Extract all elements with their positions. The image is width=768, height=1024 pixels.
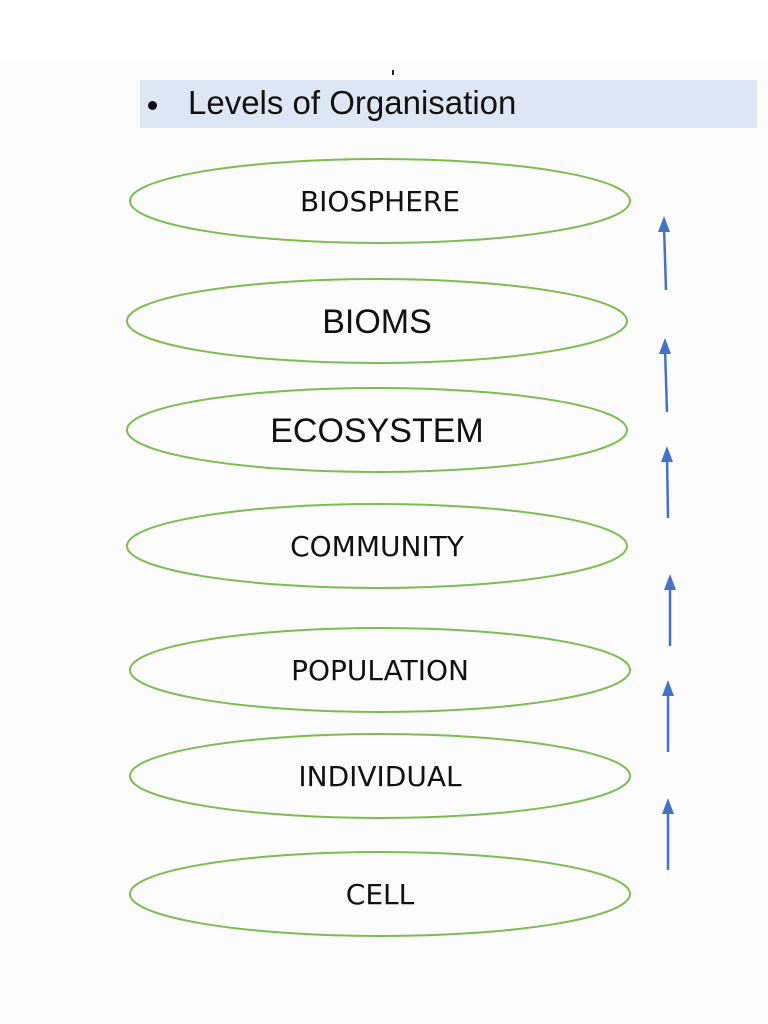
level-individual: INDIVIDUAL — [129, 733, 631, 819]
arrow-up-icon — [659, 338, 671, 413]
bullet-icon — [148, 101, 157, 110]
level-ellipse — [126, 278, 628, 364]
level-ellipse — [129, 851, 631, 937]
arrow-up-icon — [662, 798, 674, 870]
level-label: COMMUNITY — [290, 530, 465, 563]
level-ellipse — [129, 158, 631, 244]
stray-mark — [392, 70, 394, 75]
level-biosphere: BIOSPHERE — [129, 158, 631, 244]
arrow-up-icon — [661, 446, 673, 519]
level-ellipse — [129, 627, 631, 713]
level-label: ECOSYSTEM — [270, 412, 483, 450]
level-ellipse — [126, 387, 628, 473]
level-label: INDIVIDUAL — [298, 760, 462, 793]
level-label: POPULATION — [291, 654, 469, 687]
page-title: Levels of Organisation — [188, 84, 517, 121]
level-bioms: BIOMS — [126, 278, 628, 364]
level-label: CELL — [346, 878, 415, 911]
level-label: BIOSPHERE — [300, 185, 460, 218]
arrow-up-icon — [662, 680, 674, 752]
level-ecosystem: ECOSYSTEM — [126, 387, 628, 473]
arrow-up-icon — [664, 574, 676, 646]
level-label: BIOMS — [322, 303, 432, 341]
level-ellipse — [129, 733, 631, 819]
level-population: POPULATION — [129, 627, 631, 713]
level-ellipse — [126, 503, 628, 589]
arrow-up-icon — [658, 216, 670, 291]
level-community: COMMUNITY — [126, 503, 628, 589]
header-band — [140, 80, 757, 128]
level-cell: CELL — [129, 851, 631, 937]
